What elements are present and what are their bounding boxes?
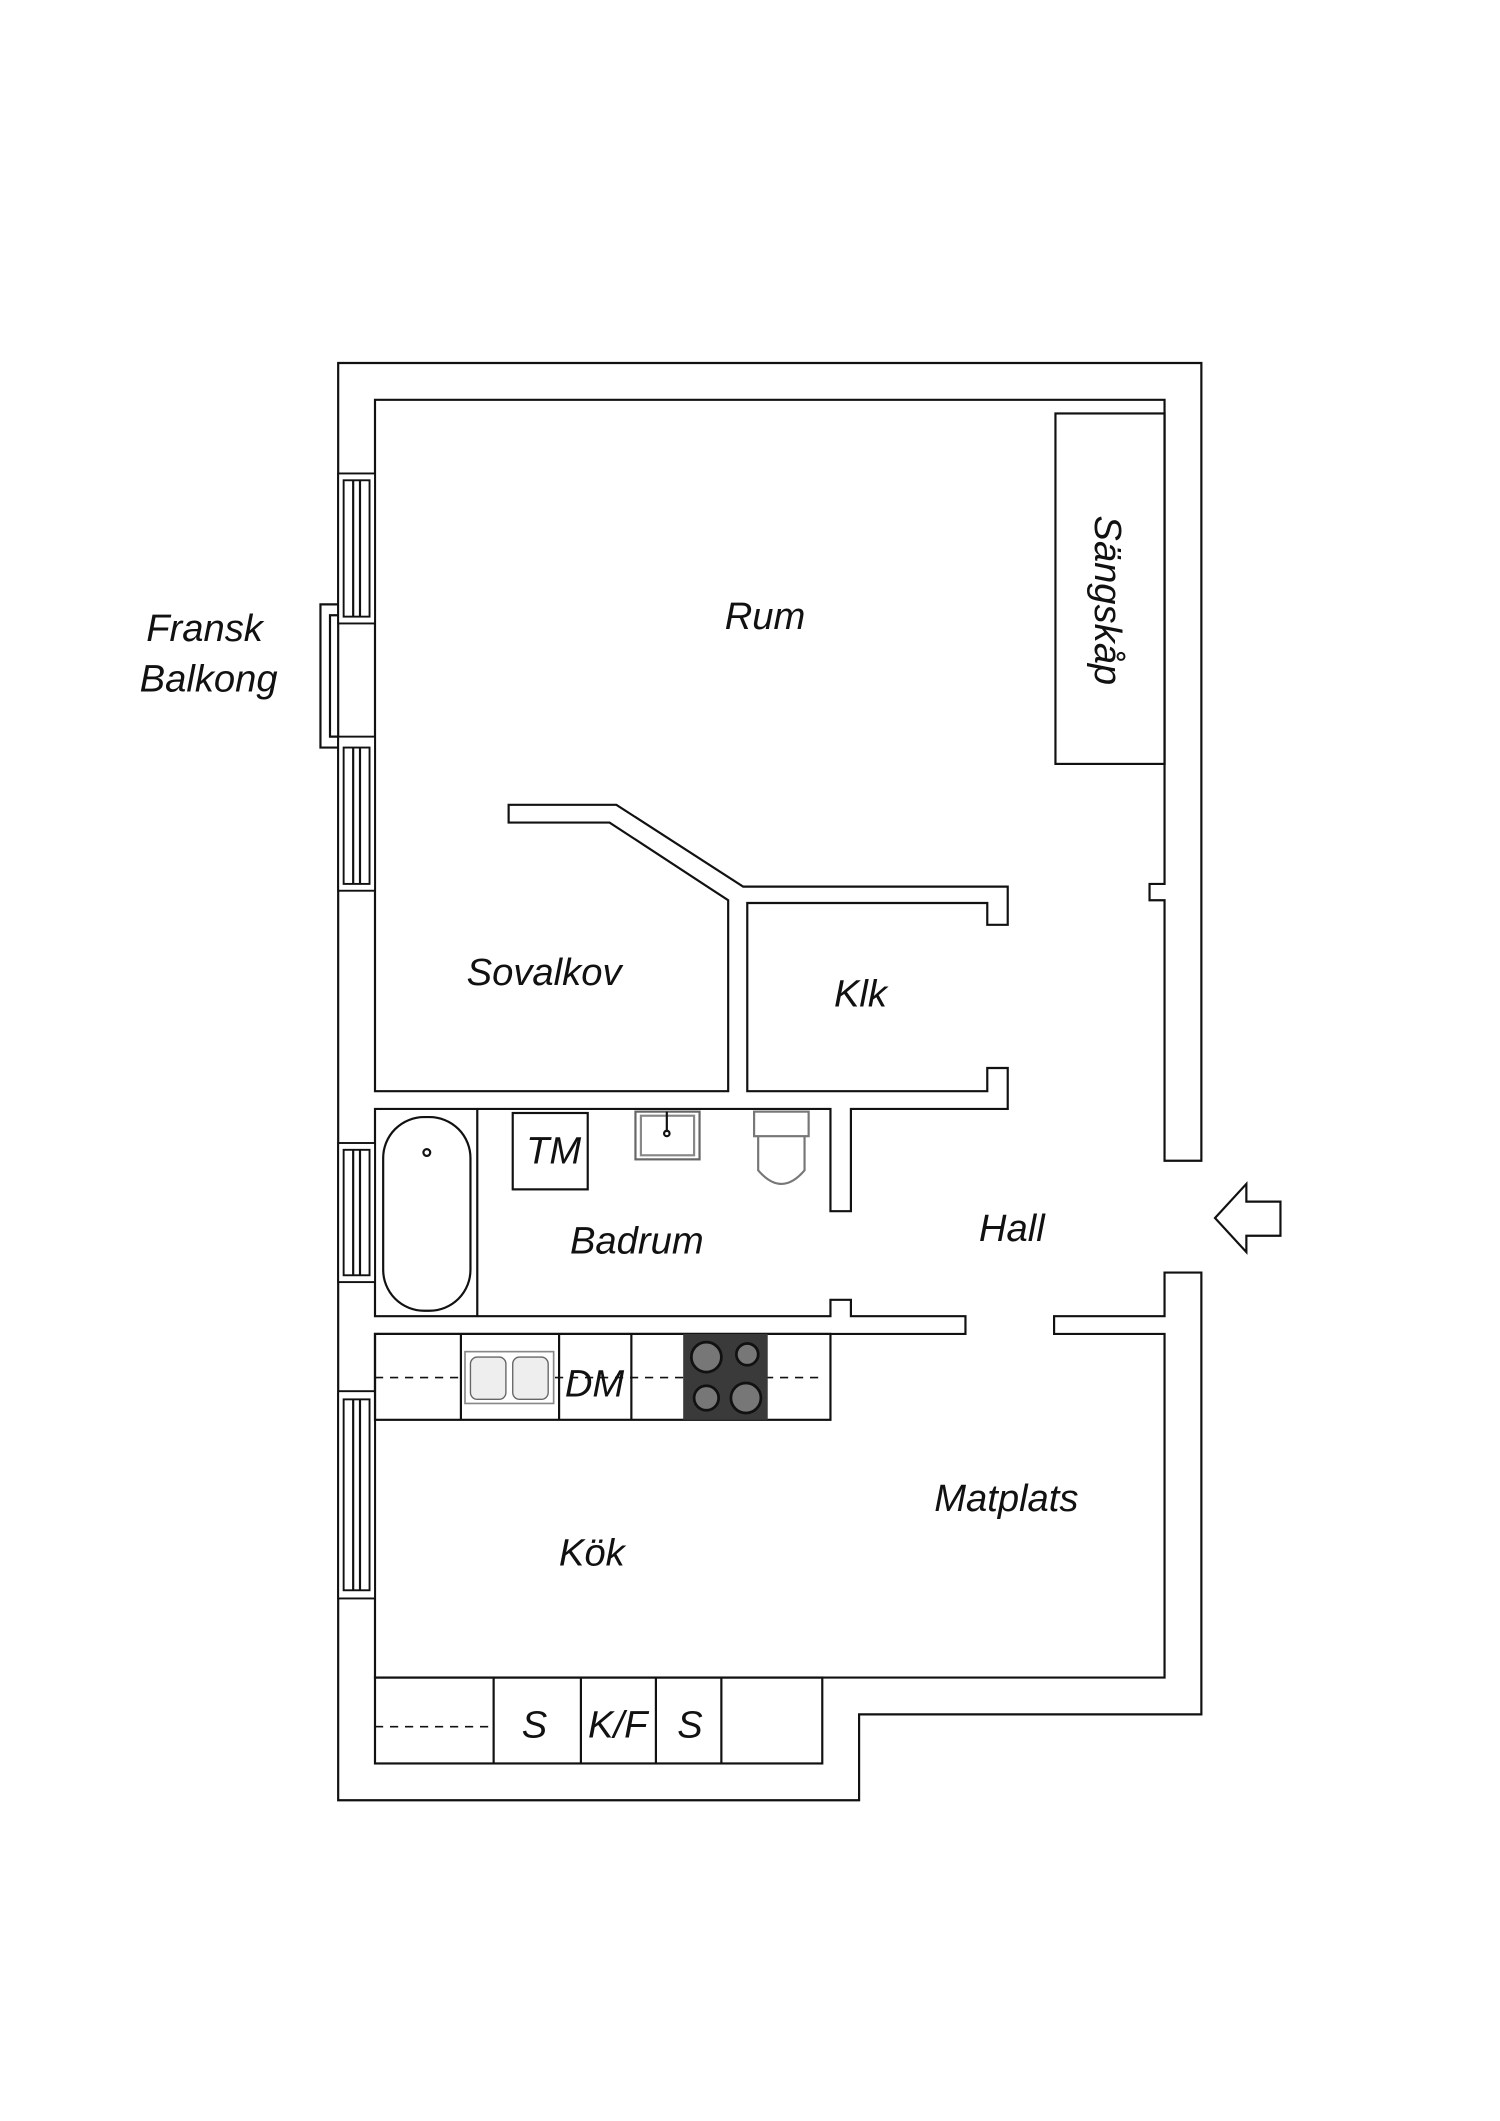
label-rum: Rum	[725, 595, 806, 638]
label-s-1: S	[522, 1704, 548, 1747]
toilet-icon	[752, 1110, 810, 1185]
stove-icon	[683, 1333, 768, 1420]
label-sovalkov: Sovalkov	[467, 951, 624, 994]
label-matplats: Matplats	[934, 1477, 1078, 1520]
bathtub-icon	[382, 1115, 472, 1312]
double-sink-icon	[464, 1350, 555, 1405]
washbasin-icon	[634, 1110, 701, 1161]
tm-box	[511, 1111, 589, 1191]
french-balcony	[319, 603, 339, 749]
label-tm: TM	[526, 1129, 581, 1172]
label-sangskap: Sängskåp	[1086, 515, 1129, 685]
label-s-2: S	[677, 1704, 703, 1747]
label-balcony-1: Fransk	[146, 607, 265, 650]
label-hall: Hall	[979, 1207, 1046, 1250]
walls	[337, 361, 1203, 1802]
label-badrum: Badrum	[570, 1219, 704, 1262]
wardrobe	[1054, 412, 1166, 765]
window-icon	[337, 735, 376, 892]
bottom-cabinets	[373, 1676, 824, 1765]
label-kf: K/F	[588, 1704, 650, 1747]
label-kok: Kök	[559, 1532, 627, 1575]
window-icon	[337, 1390, 376, 1600]
label-dm: DM	[565, 1363, 625, 1406]
label-klk: Klk	[834, 973, 889, 1016]
window-icon	[337, 1142, 376, 1284]
label-balcony-2: Balkong	[140, 658, 278, 701]
window-icon	[337, 472, 376, 625]
entrance-arrow-icon	[1213, 1181, 1282, 1255]
